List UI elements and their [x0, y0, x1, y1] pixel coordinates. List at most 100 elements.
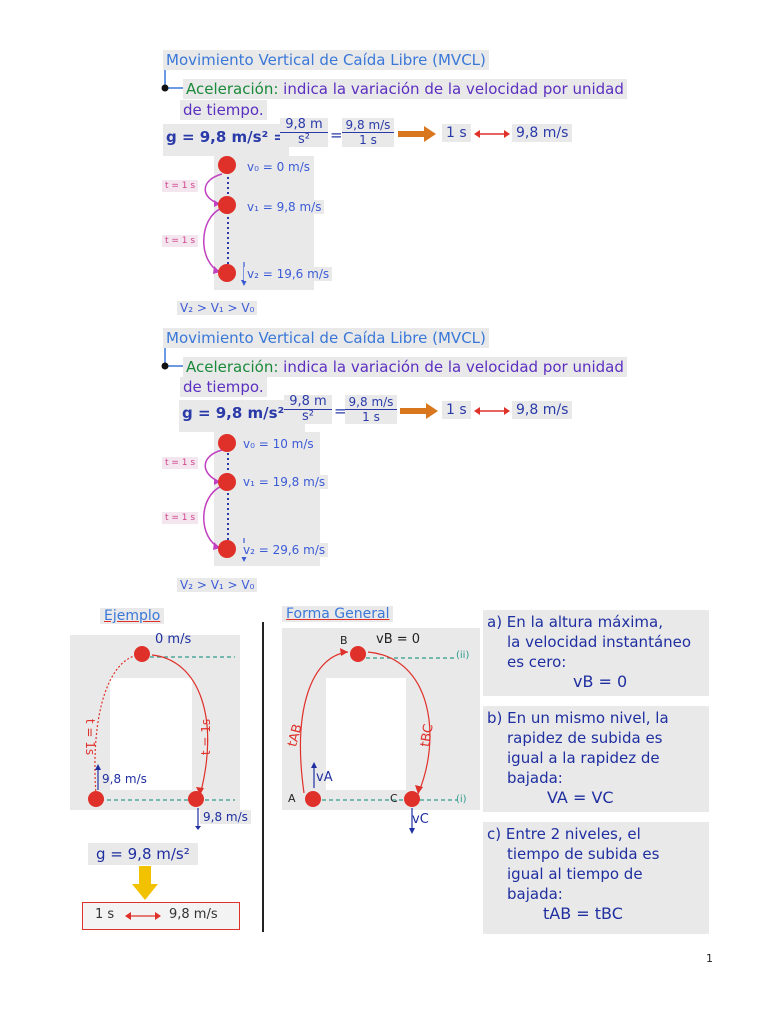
- note-b: b) En un mismo nivel, la rapidez de subi…: [483, 706, 709, 812]
- note-a-line1: a) En la altura máxima,: [487, 613, 663, 631]
- g-fraction-2-num: 9,8 m/s: [348, 395, 394, 409]
- result-box: 1 s 9,8 m/s: [82, 902, 240, 930]
- orange-arrow-icon: [398, 126, 436, 142]
- g-fraction-1: 9,8 m s²: [280, 118, 328, 147]
- g-fraction-1-num: 9,8 m: [285, 117, 323, 132]
- equals-sign: =: [330, 126, 343, 144]
- g-fraction-2-den: 1 s: [342, 132, 394, 147]
- time-right-label: t = 1s: [199, 718, 214, 756]
- g-fraction-1: 9,8 m s²: [284, 395, 332, 424]
- example-trajectory-diagram: [94, 654, 235, 830]
- equals-sign: =: [334, 402, 347, 420]
- nine-eight-ms: 9,8 m/s: [512, 401, 573, 419]
- v-up-label: 9,8 m/s: [102, 772, 147, 786]
- v0-label: v₀ = 0 m/s: [244, 160, 314, 174]
- note-c-line1: c) Entre 2 niveles, el: [487, 825, 641, 843]
- note-c: c) Entre 2 niveles, el tiempo de subida …: [483, 822, 709, 934]
- accel-def-line2: de tiempo.: [180, 100, 267, 120]
- vc-label: vC: [412, 812, 429, 827]
- g-fraction-2-den: 1 s: [345, 409, 397, 424]
- down-arrow-icon: [132, 866, 158, 900]
- g-fraction-2: 9,8 m/s 1 s: [342, 118, 394, 147]
- page-number: 1: [706, 952, 713, 965]
- v0-label: v₀ = 10 m/s: [240, 437, 317, 451]
- apple-icon: [218, 540, 236, 558]
- note-c-equation: tAB = tBC: [543, 904, 623, 923]
- section2-title: Movimiento Vertical de Caída Libre (MVCL…: [163, 328, 489, 348]
- accel-definition: Aceleración: indica la variación de la v…: [183, 79, 627, 99]
- note-a: a) En la altura máxima, la velocidad ins…: [483, 610, 709, 696]
- accel-definition: Aceleración: indica la variación de la v…: [183, 357, 627, 377]
- one-second: 1 s: [442, 401, 471, 419]
- general-heading: Forma General: [282, 606, 394, 622]
- ball-icon: [305, 791, 321, 807]
- note-b-line3: igual a la rapidez de: [507, 749, 660, 767]
- time-label: t = 1 s: [162, 457, 199, 469]
- note-a-line2: la velocidad instantáneo: [507, 633, 692, 651]
- point-c-label: C: [390, 792, 398, 805]
- v1-label: v₁ = 9,8 m/s: [244, 200, 325, 214]
- accel-def-line2: de tiempo.: [180, 377, 267, 397]
- top-speed-label: 0 m/s: [155, 632, 192, 647]
- v-down-label: 9,8 m/s: [200, 810, 251, 824]
- ball-icon: [188, 791, 204, 807]
- accel-def-line1: indica la variación de la velocidad por …: [278, 358, 624, 376]
- apple-icon: [218, 473, 236, 491]
- ball-icon: [88, 791, 104, 807]
- result-speed: 9,8 m/s: [169, 907, 218, 922]
- double-arrow-icon: [474, 130, 510, 138]
- example-inner-blank: [110, 678, 192, 790]
- note-b-line1: b) En un mismo nivel, la: [487, 709, 669, 727]
- double-arrow-icon: [125, 912, 161, 920]
- velocity-inequality: V₂ > V₁ > V₀: [177, 301, 258, 315]
- result-one-second: 1 s: [95, 907, 115, 922]
- time-left-label: t = 1s: [83, 718, 98, 756]
- apple-icon: [218, 156, 236, 174]
- v1-label: v₁ = 19,8 m/s: [240, 475, 329, 489]
- time-label: t = 1 s: [162, 512, 199, 524]
- apple-icon: [218, 434, 236, 452]
- time-label: t = 1 s: [162, 235, 199, 247]
- ball-icon: [350, 646, 366, 662]
- note-c-line2: tiempo de subida es: [507, 845, 660, 863]
- g-value: g = 9,8 m/s²: [88, 843, 198, 865]
- example-heading: Ejemplo: [100, 608, 165, 624]
- accel-term: Aceleración:: [186, 358, 279, 376]
- ball-icon: [404, 791, 420, 807]
- note-a-line3: es cero:: [507, 653, 567, 671]
- apple-icon: [218, 196, 236, 214]
- general-trajectory-diagram: [299, 648, 457, 834]
- accel-def-line1: indica la variación de la velocidad por …: [278, 80, 624, 98]
- time-label: t = 1 s: [162, 180, 199, 192]
- vertical-divider: [262, 622, 264, 932]
- nine-eight-ms: 9,8 m/s: [512, 124, 573, 142]
- level-i-label: (i): [456, 794, 467, 805]
- v2-label: v₂ = 19,6 m/s: [244, 267, 333, 281]
- v2-label: v₂ = 29,6 m/s: [240, 543, 329, 557]
- note-b-line2: rapidez de subida es: [507, 729, 663, 747]
- g-fraction-2: 9,8 m/s 1 s: [345, 395, 397, 424]
- va-label: vA: [316, 770, 333, 785]
- g-fraction-1-num: 9,8 m: [289, 394, 327, 409]
- apple-icon: [218, 264, 236, 282]
- point-a-label: A: [288, 792, 296, 805]
- note-c-line4: bajada:: [507, 885, 563, 903]
- one-second: 1 s: [442, 124, 471, 142]
- g-fraction-1-den: s²: [280, 132, 328, 147]
- orange-arrow-icon: [400, 403, 438, 419]
- note-a-equation: vB = 0: [573, 672, 628, 691]
- note-b-equation: VA = VC: [547, 788, 614, 807]
- vb-label: vB = 0: [376, 632, 421, 647]
- point-b-label: B: [340, 634, 348, 647]
- velocity-inequality: V₂ > V₁ > V₀: [177, 578, 258, 592]
- level-ii-label: (ii): [456, 650, 470, 661]
- note-b-line4: bajada:: [507, 769, 563, 787]
- apple-fall-diagram: [203, 172, 247, 286]
- accel-term: Aceleración:: [186, 80, 279, 98]
- g-equation-left: g = 9,8 m/s² =: [179, 400, 305, 432]
- general-inner-blank: [326, 678, 406, 790]
- note-c-line3: igual al tiempo de: [507, 865, 643, 883]
- double-arrow-icon: [474, 407, 510, 415]
- g-fraction-1-den: s²: [284, 409, 332, 424]
- ball-icon: [134, 646, 150, 662]
